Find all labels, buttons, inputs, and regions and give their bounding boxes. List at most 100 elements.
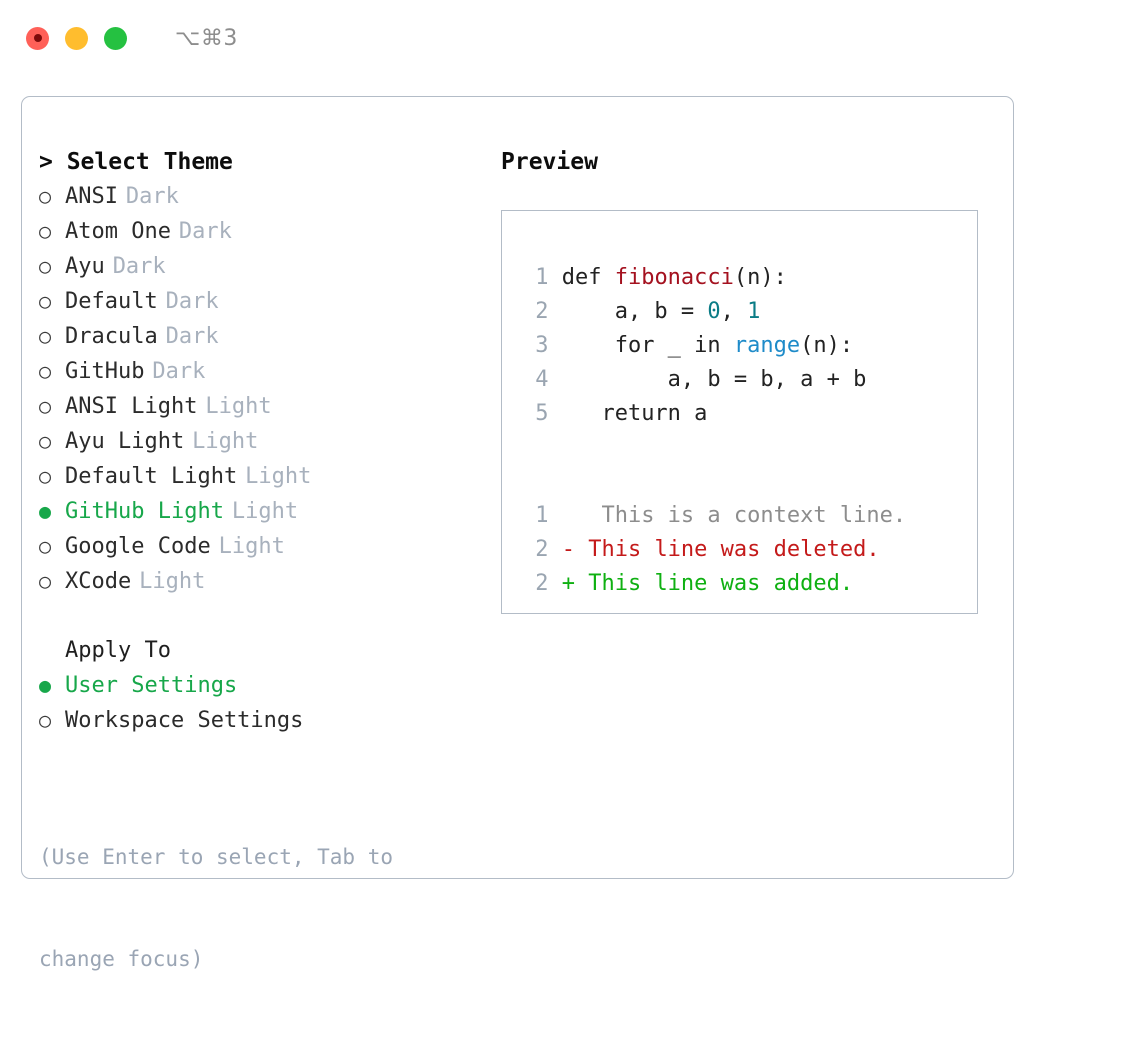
theme-option-atom-one[interactable]: ○ Atom One Dark (39, 214, 499, 249)
theme-option-github-light[interactable]: ● GitHub Light Light (39, 494, 499, 529)
radio-unselected-icon: ○ (39, 219, 52, 243)
preview-column: Preview 1 def fibonacci(n): 2 a, b = 0, … (501, 145, 991, 614)
main-panel: > Select Theme ○ ANSI Dark ○ Atom One Da… (21, 96, 1014, 971)
theme-option-label: GitHub (65, 359, 145, 384)
theme-option-category: Light (218, 534, 285, 559)
theme-option-ansi[interactable]: ○ ANSI Dark (39, 179, 499, 214)
diff-content: This is a context line. (574, 503, 907, 528)
radio-unselected-icon: ○ (39, 394, 52, 418)
keyboard-hint: (Use Enter to select, Tab to change focu… (39, 772, 499, 1044)
theme-option-ansi-light[interactable]: ○ ANSI Light Light (39, 389, 499, 424)
code-token: for _ in (561, 333, 734, 358)
theme-option-default[interactable]: ○ Default Dark (39, 284, 499, 319)
radio-unselected-icon: ○ (39, 429, 52, 453)
radio-selected-icon: ● (39, 499, 52, 523)
radio-unselected-icon: ○ (39, 359, 52, 383)
apply-to-heading-label: Apply To (65, 638, 171, 663)
line-number: 1 (535, 503, 549, 528)
radio-unselected-icon: ○ (39, 289, 52, 313)
close-button[interactable] (26, 26, 49, 50)
diff-marker (562, 499, 575, 533)
theme-option-category: Light (192, 429, 259, 454)
radio-selected-icon: ● (39, 673, 52, 697)
title-bar: ⌥⌘3 (0, 0, 1140, 76)
code-token: a, b = b, a + b (561, 367, 867, 392)
preview-box: 1 def fibonacci(n): 2 a, b = 0, 1 3 for … (501, 210, 978, 614)
radio-unselected-icon: ○ (39, 534, 52, 558)
code-content: a, b = b, a + b (562, 363, 867, 397)
apply-to-option-label: User Settings (65, 673, 238, 698)
code-token: (n): (800, 333, 854, 358)
theme-option-category: Light (205, 394, 272, 419)
radio-unselected-icon: ○ (39, 708, 52, 732)
theme-option-label: Dracula (65, 324, 158, 349)
code-line: 3 for _ in range(n): (522, 329, 977, 363)
line-number: 5 (535, 401, 549, 426)
apply-to-option-user-settings[interactable]: ● User Settings (39, 668, 499, 703)
code-token: a, b = (561, 299, 708, 324)
theme-option-label: Google Code (65, 534, 211, 559)
code-line: 2 a, b = 0, 1 (522, 295, 977, 329)
theme-option-category: Dark (125, 184, 179, 209)
theme-option-label: Default Light (65, 464, 238, 489)
theme-option-label: Default (65, 289, 158, 314)
radio-unselected-icon: ○ (39, 324, 52, 348)
diff-line-added: 2 + This line was added. (522, 567, 977, 601)
theme-option-xcode[interactable]: ○ XCode Light (39, 564, 499, 599)
radio-unselected-icon: ○ (39, 464, 52, 488)
code-line: 5 return a (522, 397, 977, 431)
diff-line-context: 1 This is a context line. (522, 499, 977, 533)
code-token-number: 1 (747, 299, 761, 324)
diff-content: This line was deleted. (574, 537, 880, 562)
keyboard-hint-line-2: change focus) (39, 947, 204, 971)
code-token-function: fibonacci (614, 265, 734, 290)
theme-selector-column: > Select Theme ○ ANSI Dark ○ Atom One Da… (39, 145, 499, 1044)
code-token: (n): (733, 265, 787, 290)
radio-unselected-icon: ○ (39, 184, 52, 208)
theme-option-category: Light (245, 464, 312, 489)
theme-option-category: Dark (178, 219, 232, 244)
theme-option-ayu-light[interactable]: ○ Ayu Light Light (39, 424, 499, 459)
theme-option-category: Dark (165, 289, 219, 314)
theme-option-dracula[interactable]: ○ Dracula Dark (39, 319, 499, 354)
code-blank-line (522, 465, 977, 499)
code-token: , (720, 299, 748, 324)
select-theme-heading: > Select Theme (39, 149, 233, 175)
apply-to-marker-spacer (39, 633, 65, 667)
code-token: def (561, 265, 615, 290)
theme-option-github[interactable]: ○ GitHub Dark (39, 354, 499, 389)
diff-marker: + (561, 571, 575, 596)
code-token-number: 0 (707, 299, 721, 324)
diff-marker: - (561, 537, 575, 562)
apply-to-option-workspace-settings[interactable]: ○ Workspace Settings (39, 703, 499, 738)
theme-option-category: Dark (152, 359, 206, 384)
theme-option-label: Ayu Light (65, 429, 185, 454)
theme-option-label: Atom One (65, 219, 171, 244)
theme-option-google-code[interactable]: ○ Google Code Light (39, 529, 499, 564)
code-token-call: range (733, 333, 801, 358)
keyboard-hint-line-1: (Use Enter to select, Tab to (39, 845, 394, 869)
line-number: 2 (535, 537, 549, 562)
code-line: 1 def fibonacci(n): (522, 261, 977, 295)
theme-option-category: Light (231, 499, 299, 524)
list-spacer (39, 599, 499, 633)
traffic-lights (26, 26, 127, 50)
diff-line-deleted: 2 - This line was deleted. (522, 533, 977, 567)
radio-unselected-icon: ○ (39, 569, 52, 593)
theme-option-label: Ayu (65, 254, 105, 279)
line-number: 3 (535, 333, 549, 358)
theme-option-label: ANSI Light (65, 394, 198, 419)
theme-option-category: Dark (165, 324, 219, 349)
keyboard-shortcut-label: ⌥⌘3 (175, 25, 238, 51)
preview-heading: Preview (501, 149, 598, 175)
theme-option-label: GitHub Light (65, 499, 224, 524)
app-window: ⌥⌘3 > Select Theme ○ ANSI Dark ○ Atom On… (0, 0, 1140, 971)
minimize-button[interactable] (65, 26, 88, 50)
code-content: for _ in range(n): (562, 329, 853, 363)
maximize-button[interactable] (104, 26, 127, 50)
line-number: 2 (535, 571, 549, 596)
theme-option-ayu[interactable]: ○ Ayu Dark (39, 249, 499, 284)
code-content: return a (562, 397, 707, 431)
theme-option-default-light[interactable]: ○ Default Light Light (39, 459, 499, 494)
line-number: 4 (535, 367, 549, 392)
